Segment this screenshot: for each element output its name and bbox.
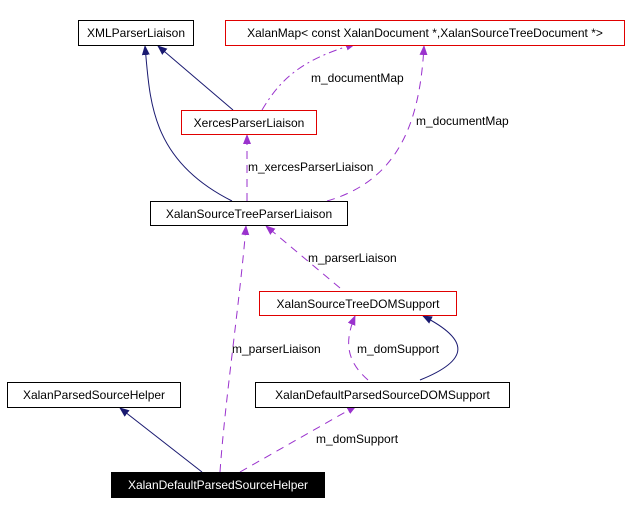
edge-sourcetreeparser-to-xalanmap: [326, 45, 428, 202]
node-label: XalanParsedSourceHelper: [22, 388, 166, 402]
edge-label-m-domsupport-2: m_domSupport: [316, 432, 399, 446]
node-label: XMLParserLiaison: [86, 26, 186, 40]
node-label: XalanSourceTreeParserLiaison: [165, 206, 333, 221]
edge-label-m-xercesparserliaison: m_xercesParserLiaison: [248, 160, 374, 174]
node-label: XalanMap< const XalanDocument *,XalanSou…: [247, 26, 603, 40]
node-label: XercesParserLiaison: [193, 115, 305, 130]
node-xerces-parser-liaison[interactable]: XercesParserLiaison: [181, 110, 317, 135]
edge-sourcetreedomsupport-to-sourcetreeparser: [265, 225, 341, 289]
node-xalan-source-tree-dom-support[interactable]: XalanSourceTreeDOMSupport: [259, 291, 457, 316]
node-label: XalanDefaultParsedSourceDOMSupport: [275, 388, 490, 402]
edge-label-m-documentmap-2: m_documentMap: [416, 114, 509, 128]
edge-label-m-domsupport-1: m_domSupport: [357, 342, 440, 356]
edge-label-m-parserliaison-1: m_parserLiaison: [308, 251, 397, 265]
node-xalan-default-parsed-source-helper[interactable]: XalanDefaultParsedSourceHelper: [111, 472, 325, 498]
node-xalan-source-tree-parser-liaison[interactable]: XalanSourceTreeParserLiaison: [150, 201, 348, 226]
node-xml-parser-liaison[interactable]: XMLParserLiaison: [78, 20, 194, 46]
node-label: XalanDefaultParsedSourceHelper: [127, 478, 309, 492]
node-xalan-default-parsed-source-dom-support[interactable]: XalanDefaultParsedSourceDOMSupport: [255, 382, 510, 408]
edge-defaultdomsupport-to-sourcetreedomsupport: [347, 315, 369, 381]
node-xalan-parsed-source-helper[interactable]: XalanParsedSourceHelper: [7, 382, 181, 408]
edge-defaultdomsupport-to-sourcetreedomsupport: [419, 315, 459, 381]
edge-label-m-documentmap-1: m_documentMap: [311, 71, 404, 85]
edge-label-m-parserliaison-2: m_parserLiaison: [232, 342, 321, 356]
node-xalan-map[interactable]: XalanMap< const XalanDocument *,XalanSou…: [225, 20, 625, 46]
edge-xerces-to-xmlparserliaison: [157, 45, 234, 111]
edge-sourcetreeparser-to-xmlparserliaison: [141, 45, 233, 202]
edge-helper-to-parsedsourcehelper: [119, 407, 203, 473]
node-label: XalanSourceTreeDOMSupport: [276, 296, 440, 311]
edge-helper-to-sourcetreeparser: [219, 225, 250, 473]
